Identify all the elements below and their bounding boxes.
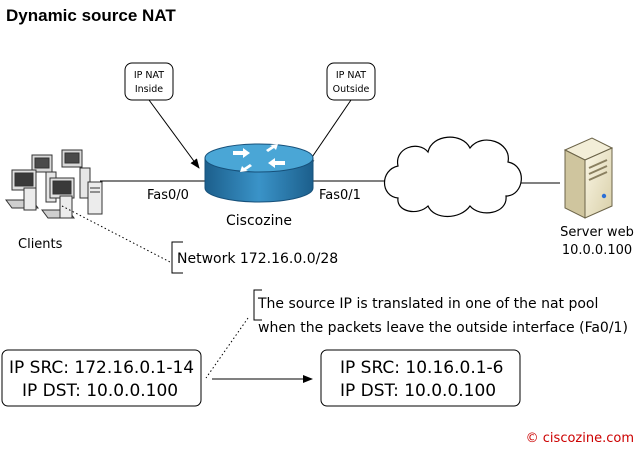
server-ip: 10.0.0.100 <box>562 243 632 258</box>
network-note: Network 172.16.0.0/28 <box>61 205 338 274</box>
clients-label: Clients <box>18 237 63 252</box>
clients-computers-icon <box>5 149 103 219</box>
cloud-icon <box>383 136 522 218</box>
diagram-title: Dynamic source NAT <box>6 6 176 25</box>
packet-before-src: IP SRC: 172.16.0.1-14 <box>9 358 194 378</box>
server-label: Server web <box>560 225 634 240</box>
translation-note: The source IP is translated in one of th… <box>205 289 628 379</box>
interface-fas0-1: Fas0/1 <box>319 188 361 203</box>
server-icon <box>563 137 614 219</box>
nat-inside-callout: IP NAT Inside <box>124 62 200 169</box>
router-name: Ciscozine <box>226 213 292 229</box>
translation-note-line1: The source IP is translated in one of th… <box>257 296 598 312</box>
translation-note-line2: when the packets leave the outside inter… <box>258 320 628 336</box>
nat-outside-callout: IP NAT Outside <box>305 62 376 167</box>
packet-after-dst: IP DST: 10.0.0.100 <box>340 381 496 401</box>
nat-inside-line1: IP NAT <box>134 70 164 81</box>
copyright-text: © ciscozine.com <box>526 431 634 446</box>
packet-after-src: IP SRC: 10.16.0.1-6 <box>340 358 503 378</box>
network-note-text: Network 172.16.0.0/28 <box>177 251 338 267</box>
packet-after-box: IP SRC: 10.16.0.1-6 IP DST: 10.0.0.100 <box>320 349 521 407</box>
packet-before-dst: IP DST: 10.0.0.100 <box>22 381 178 401</box>
packet-before-box: IP SRC: 172.16.0.1-14 IP DST: 10.0.0.100 <box>1 349 202 407</box>
interface-fas0-0: Fas0/0 <box>147 188 189 203</box>
nat-outside-line2: Outside <box>333 84 370 95</box>
router-icon <box>204 143 314 203</box>
nat-outside-line1: IP NAT <box>336 70 366 81</box>
nat-inside-line2: Inside <box>135 84 163 95</box>
